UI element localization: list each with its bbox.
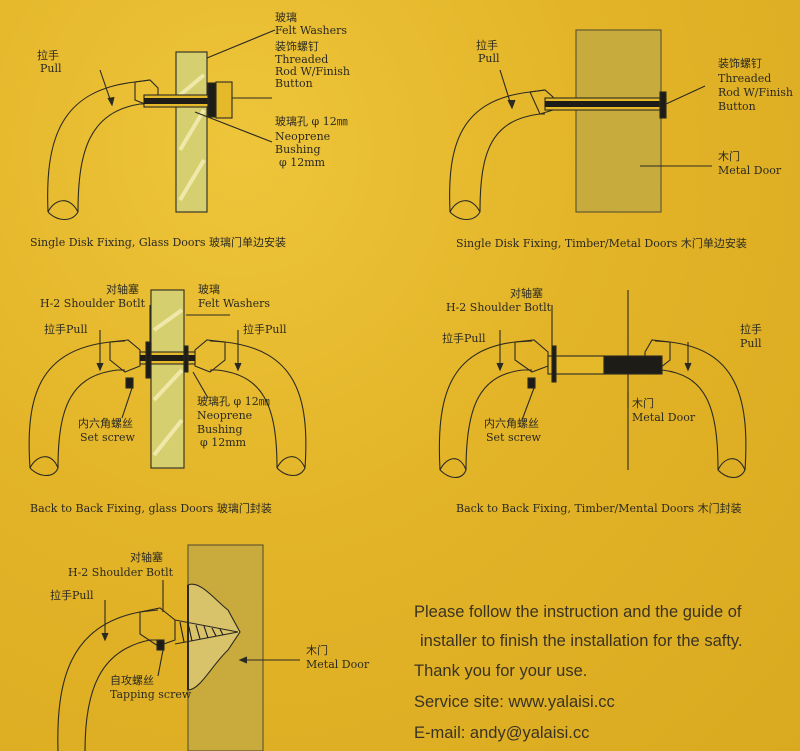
glass-label-cn: 玻璃 xyxy=(198,283,220,296)
bushing-label: Bushing xyxy=(275,143,321,156)
rod-label-1: Threaded xyxy=(275,53,329,66)
caption-b2b-glass: Back to Back Fixing, glass Doors 玻璃门封装 xyxy=(30,502,272,515)
rod-label-1: Threaded xyxy=(718,72,772,85)
pull-outer xyxy=(47,79,151,213)
door-label-cn: 木门 xyxy=(718,150,740,163)
shoulder-label-cn: 对轴塞 xyxy=(106,283,139,296)
pull-inner xyxy=(77,103,145,213)
felt-washers-label: Felt Washers xyxy=(275,24,348,37)
pull-right-label: Pull xyxy=(740,337,762,350)
shoulder-label: H-2 Shoulder Botlt xyxy=(68,566,174,579)
set-screw-label: Set screw xyxy=(80,431,135,444)
note-line-1: Please follow the instruction and the gu… xyxy=(414,603,742,621)
rod-label-3: Button xyxy=(275,77,313,90)
shoulder-label: H-2 Shoulder Botlt xyxy=(40,297,146,310)
bushing-label: Bushing xyxy=(197,423,243,436)
pull-label: 拉手Pull xyxy=(50,589,94,602)
service-site: Service site: www.yalaisi.cc xyxy=(414,693,615,711)
neoprene-label: Neoprene xyxy=(275,130,331,143)
note-line-2: installer to finish the installation for… xyxy=(420,632,743,650)
shoulder-label-cn: 对轴塞 xyxy=(130,551,163,564)
pull-right-label-cn: 拉手 xyxy=(740,323,762,336)
shoulder-label: H-2 Shoulder Botlt xyxy=(446,301,552,314)
tapping-screw-label-cn: 自攻螺丝 xyxy=(110,674,154,687)
note-line-3: Thank you for your use. xyxy=(414,662,588,680)
set-screw-label-cn: 内六角螺丝 xyxy=(484,417,539,430)
tapping-screw-label: Tapping screw xyxy=(110,688,192,701)
pull-label-cn: 拉手 xyxy=(476,39,498,52)
caption-single-timber: Single Disk Fixing, Timber/Metal Doors 木… xyxy=(456,237,747,250)
pull-left-label: 拉手Pull xyxy=(44,323,88,336)
set-screw-label-cn: 内六角螺丝 xyxy=(78,417,133,430)
diagram-single-glass xyxy=(47,29,276,221)
rod-label-2: Rod W/Finish xyxy=(718,86,793,99)
pull-right-label: 拉手Pull xyxy=(243,323,287,336)
shoulder-label-cn: 对轴塞 xyxy=(510,287,543,300)
pull-label: Pull xyxy=(40,62,62,75)
door-label: Metal Door xyxy=(632,411,696,424)
diameter-label: φ 12mm xyxy=(200,436,247,449)
pull-label-cn: 拉手 xyxy=(37,49,59,62)
door-label: Metal Door xyxy=(306,658,370,671)
diagram-b2b-glass xyxy=(28,289,307,477)
diagram-tapping xyxy=(57,544,300,751)
set-screw-label: Set screw xyxy=(486,431,541,444)
finish-button xyxy=(207,82,217,118)
glass-label-cn: 玻璃 xyxy=(275,11,297,24)
door-label-cn: 木门 xyxy=(632,397,654,410)
diameter-label: φ 12mm xyxy=(279,156,326,169)
door-label: Metal Door xyxy=(718,164,782,177)
caption-b2b-timber: Back to Back Fixing, Timber/Mental Doors… xyxy=(456,502,742,515)
pull-left-label: 拉手Pull xyxy=(442,332,486,345)
pull-label: Pull xyxy=(478,52,500,65)
rod-label-cn: 装饰螺钉 xyxy=(718,57,762,70)
caption-single-glass: Single Disk Fixing, Glass Doors 玻璃门单边安装 xyxy=(30,236,286,249)
rod-label-3: Button xyxy=(718,100,756,113)
rod-label-cn: 装饰螺钉 xyxy=(275,40,319,53)
rod-label-2: Rod W/Finish xyxy=(275,65,350,78)
door-panel xyxy=(575,29,662,213)
hole-label: 玻璃孔 φ 12㎜ xyxy=(275,115,348,128)
hole-label: 玻璃孔 φ 12㎜ xyxy=(197,395,270,408)
contact-email: E-mail: andy@yalaisi.cc xyxy=(414,724,590,742)
diagram-b2b-timber xyxy=(438,290,747,479)
diagram-single-timber xyxy=(449,29,712,221)
door-label-cn: 木门 xyxy=(306,644,328,657)
felt-washers-label: Felt Washers xyxy=(198,297,271,310)
neoprene-label: Neoprene xyxy=(197,409,253,422)
